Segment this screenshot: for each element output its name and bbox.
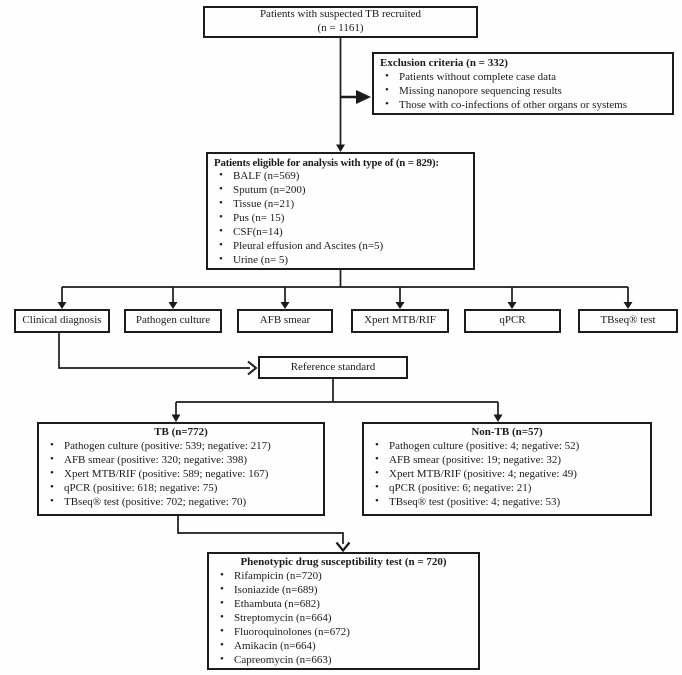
eligible-item: CSF(n=14) (214, 225, 467, 240)
dst-list: Rifampicin (n=720) Isoniazide (n=689) Et… (215, 569, 472, 668)
exclusion-list: Patients without complete case data Miss… (380, 70, 666, 113)
dst-item: Rifampicin (n=720) (215, 569, 472, 584)
non-tb-item: TBseq® test (positive: 4; negative: 53) (370, 495, 644, 510)
tb-item: AFB smear (positive: 320; negative: 398) (45, 453, 317, 468)
eligible-list: BALF (n=569) Sputum (n=200) Tissue (n=21… (214, 169, 467, 268)
non-tb-item: qPCR (positive: 6; negative: 21) (370, 481, 644, 496)
exclusion-item: Those with co-infections of other organs… (380, 98, 666, 113)
dst-item: Amikacin (n=664) (215, 639, 472, 654)
arrowhead-down-test-6 (623, 302, 633, 309)
eligible-item: Tissue (n=21) (214, 197, 467, 212)
recruited-count: (n = 1161) (317, 22, 364, 34)
connector-tb-dst (177, 516, 344, 544)
arrowhead-down-test-3 (280, 302, 290, 309)
dst-item: Ethambuta (n=682) (215, 597, 472, 612)
arrowhead-chevron-dst (335, 541, 351, 553)
arrowhead-down-test-2 (168, 302, 178, 309)
box-non-tb: Non-TB (n=57) Pathogen culture (positive… (362, 422, 652, 516)
tb-title: TB (n=772) (154, 426, 208, 438)
test-label: AFB smear (259, 314, 311, 327)
arrowhead-down-test-4 (395, 302, 405, 309)
arrowhead-down-nontb (493, 414, 503, 422)
test-label: Xpert MTB/RIF (364, 314, 436, 327)
recruited-line1: Patients with suspected TB recruited (259, 8, 422, 21)
box-test-pathogen-culture: Pathogen culture (124, 309, 222, 333)
tb-item: TBseq® test (positive: 702; negative: 70… (45, 495, 317, 510)
eligible-item: BALF (n=569) (214, 169, 467, 184)
eligible-title: Patients eligible for analysis with type… (214, 157, 439, 169)
box-exclusion: Exclusion criteria (n = 332) Patients wi… (372, 52, 674, 115)
tb-item: Xpert MTB/RIF (positive: 589; negative: … (45, 467, 317, 482)
non-tb-item: AFB smear (positive: 19; negative: 32) (370, 453, 644, 468)
arrowhead-down-test-5 (507, 302, 517, 309)
tb-item: qPCR (positive: 618; negative: 75) (45, 481, 317, 496)
reference-label: Reference standard (290, 360, 376, 373)
test-label: TBseq® test (600, 314, 656, 327)
exclusion-title: Exclusion criteria (n = 332) (380, 57, 508, 69)
non-tb-item: Xpert MTB/RIF (positive: 4; negative: 49… (370, 467, 644, 482)
eligible-item: Pus (n= 15) (214, 211, 467, 226)
non-tb-item: Pathogen culture (positive: 4; negative:… (370, 439, 644, 454)
arrowhead-chevron-reference (247, 360, 258, 376)
eligible-item: Sputum (n=200) (214, 183, 467, 198)
test-label: qPCR (499, 314, 526, 327)
box-test-clinical-diagnosis: Clinical diagnosis (14, 309, 110, 333)
box-eligible: Patients eligible for analysis with type… (206, 152, 475, 270)
non-tb-title: Non-TB (n=57) (471, 426, 543, 438)
arrowhead-right-exclusion (356, 90, 371, 104)
box-dst: Phenotypic drug susceptibility test (n =… (207, 552, 480, 670)
eligible-item: Urine (n= 5) (214, 253, 467, 268)
arrowhead-down-tb (171, 414, 181, 422)
arrowhead-down-eligible (336, 144, 345, 152)
connector-reference-split (175, 379, 499, 416)
non-tb-list: Pathogen culture (positive: 4; negative:… (370, 439, 644, 510)
dst-item: Fluoroquinolones (n=672) (215, 625, 472, 640)
arrowhead-down-test-1 (57, 302, 67, 309)
test-label: Pathogen culture (135, 314, 211, 327)
dst-item: Capreomycin (n=663) (215, 653, 472, 668)
exclusion-item: Patients without complete case data (380, 70, 666, 85)
eligible-item: Pleural effusion and Ascites (n=5) (214, 239, 467, 254)
tb-list: Pathogen culture (positive: 539; negativ… (45, 439, 317, 510)
box-recruited: Patients with suspected TB recruited (n … (203, 6, 478, 38)
box-test-tbseq: TBseq® test (578, 309, 678, 333)
box-test-xpert-mtb-rif: Xpert MTB/RIF (351, 309, 449, 333)
box-reference-standard: Reference standard (258, 356, 408, 379)
dst-title: Phenotypic drug susceptibility test (n =… (240, 556, 447, 568)
box-test-afb-smear: AFB smear (237, 309, 333, 333)
exclusion-item: Missing nanopore sequencing results (380, 84, 666, 99)
tb-item: Pathogen culture (positive: 539; negativ… (45, 439, 317, 454)
test-label: Clinical diagnosis (22, 314, 102, 327)
dst-item: Isoniazide (n=689) (215, 583, 472, 598)
box-test-qpcr: qPCR (464, 309, 561, 333)
dst-item: Streptomycin (n=664) (215, 611, 472, 626)
box-tb: TB (n=772) Pathogen culture (positive: 5… (37, 422, 325, 516)
connector-clinical-reference (58, 333, 250, 369)
connector-eligible-tests (61, 270, 629, 303)
